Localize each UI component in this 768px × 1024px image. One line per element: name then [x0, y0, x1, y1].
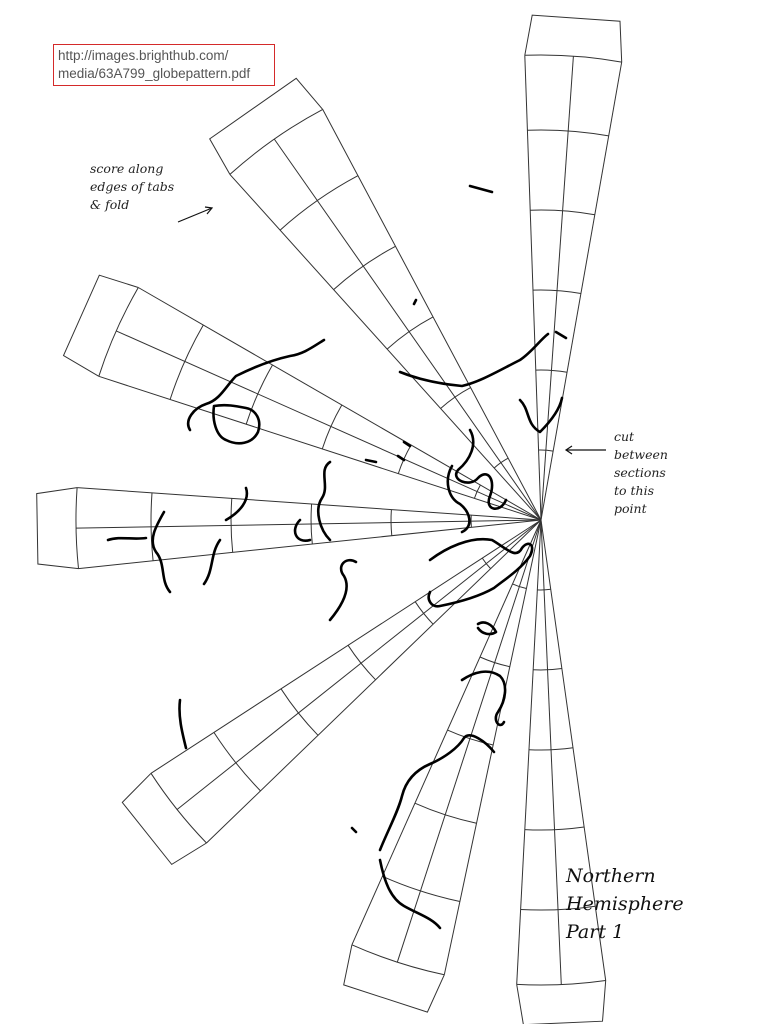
page-title: Northern Hemisphere Part 1 — [566, 862, 684, 946]
gore-1 — [524, 14, 623, 521]
cut-note-line-5: point — [614, 501, 647, 516]
coastline-islands — [350, 184, 568, 834]
cut-note-line-1: cut — [614, 429, 635, 444]
coastline-north-america — [106, 338, 326, 594]
source-url-line-2: media/63A799_globepattern.pdf — [58, 66, 251, 81]
source-url-box: http://images.brighthub.com/ media/63A79… — [53, 44, 275, 86]
gore-5 — [121, 519, 542, 866]
gore-2 — [209, 77, 542, 521]
score-arrow — [177, 206, 214, 223]
cut-note: cut between sections to this point — [614, 428, 668, 518]
cut-arrow — [564, 445, 606, 455]
gore-4 — [36, 487, 542, 570]
source-url-link[interactable]: http://images.brighthub.com/ media/63A79… — [58, 47, 270, 83]
cut-note-line-4: to this — [614, 483, 655, 498]
coastline-europe — [398, 332, 564, 534]
score-note-line-2: edges of tabs — [90, 179, 175, 194]
cut-note-line-2: between — [614, 447, 668, 462]
gore-7 — [516, 519, 607, 1024]
coastline-africa — [427, 537, 534, 608]
source-url-line-1: http://images.brighthub.com/ — [58, 48, 229, 63]
coastline-south-america — [178, 670, 507, 930]
coastline-asia — [202, 460, 358, 622]
title-line-2: Hemisphere — [566, 893, 684, 915]
score-note-line-1: score along — [90, 161, 164, 176]
gore-6 — [343, 519, 542, 1013]
score-note: score along edges of tabs & fold — [90, 160, 174, 214]
gore-3 — [62, 274, 542, 521]
coastlines — [106, 184, 568, 930]
score-note-line-3: & fold — [90, 197, 130, 212]
gore-grid — [36, 14, 623, 1024]
cut-note-line-3: sections — [614, 465, 666, 480]
title-line-1: Northern — [566, 865, 656, 887]
title-line-3: Part 1 — [566, 921, 625, 943]
